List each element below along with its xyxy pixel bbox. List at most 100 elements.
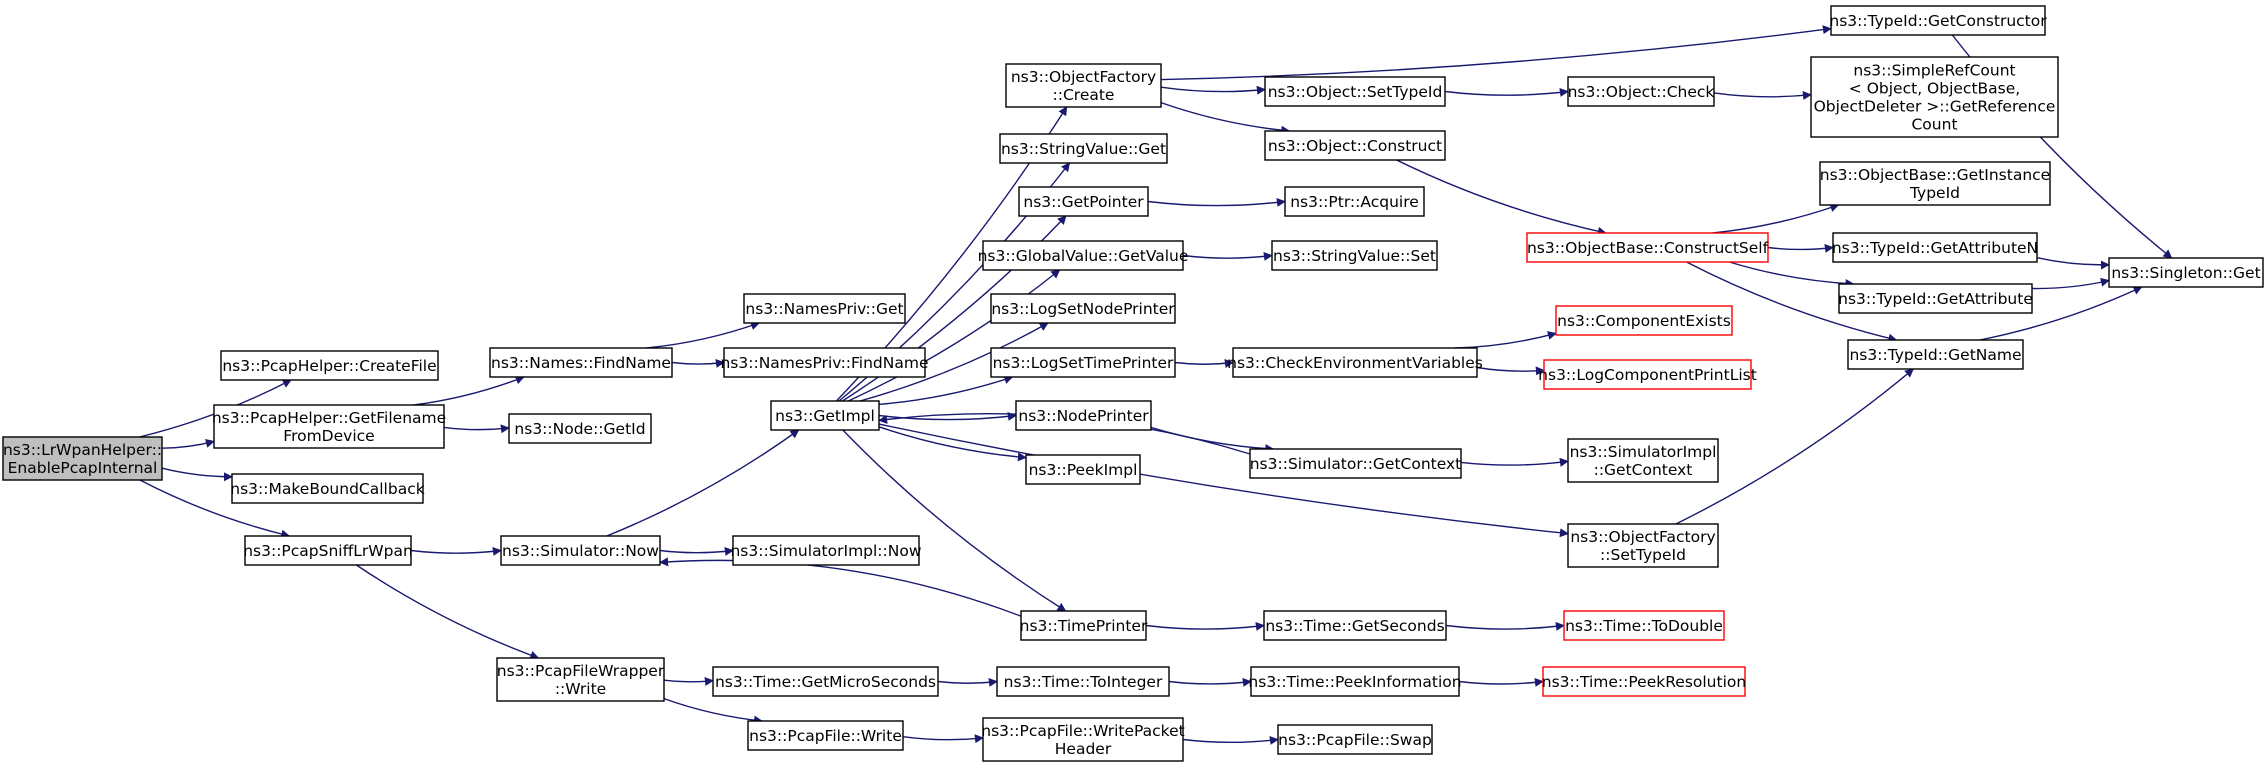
node-label-timeprinter-0: ns3::TimePrinter [1020, 617, 1148, 635]
node-label-getid-0: ns3::Node::GetId [514, 420, 645, 438]
node-logcompprint[interactable]: ns3::LogComponentPrintList [1538, 359, 1757, 390]
node-root[interactable]: ns3::LrWpanHelper::EnablePcapInternal [2, 436, 163, 481]
node-makebound[interactable]: ns3::MakeBoundCallback [230, 473, 425, 504]
node-label-checkenv-0: ns3::CheckEnvironmentVariables [1227, 354, 1483, 372]
node-getimpl[interactable]: ns3::GetImpl [770, 400, 880, 431]
node-getname[interactable]: ns3::TypeId::GetName [1847, 339, 2024, 370]
node-objcheck[interactable]: ns3::Object::Check [1567, 76, 1715, 107]
node-layer: ns3::LrWpanHelper::EnablePcapInternalns3… [2, 5, 2264, 762]
node-box-svget [999, 133, 1168, 164]
node-getattribute[interactable]: ns3::TypeId::GetAttribute [1838, 283, 2033, 314]
edge-settypeid-to-objcheck [1444, 87, 1569, 97]
node-checkenv[interactable]: ns3::CheckEnvironmentVariables [1227, 347, 1483, 378]
node-simimplnow[interactable]: ns3::SimulatorImpl::Now [730, 535, 922, 566]
node-getseconds[interactable]: ns3::Time::GetSeconds [1263, 610, 1447, 641]
node-svget[interactable]: ns3::StringValue::Get [999, 133, 1168, 164]
node-box-npfind [723, 347, 926, 378]
node-pfswap[interactable]: ns3::PcapFile::Swap [1277, 724, 1433, 755]
edge-getmicro-to-tointeger [937, 677, 998, 687]
node-label-singletonget-0: ns3::Singleton::Get [2111, 264, 2260, 282]
edge-getname-to-singletonget [1979, 286, 2143, 341]
node-pfwrite[interactable]: ns3::PcapFile::Write [747, 720, 904, 751]
node-getconstructor[interactable]: ns3::TypeId::GetConstructor [1829, 5, 2047, 36]
edge-peekinfo-to-peekres [1458, 677, 1544, 687]
node-box-ofsettypeid [1567, 523, 1719, 568]
node-getid[interactable]: ns3::Node::GetId [508, 413, 652, 444]
node-construct[interactable]: ns3::Object::Construct [1264, 130, 1446, 161]
node-peekinfo[interactable]: ns3::Time::PeekInformation [1248, 666, 1462, 697]
edge-getimpl-to-gvgetvalue [848, 269, 1061, 402]
node-todouble[interactable]: ns3::Time::ToDouble [1563, 610, 1725, 641]
node-constructself[interactable]: ns3::ObjectBase::ConstructSelf [1526, 232, 1769, 263]
node-box-tointeger [996, 666, 1170, 697]
node-npget[interactable]: ns3::NamesPriv::Get [743, 293, 906, 324]
node-label-simplerefcount-0: ns3::SimpleRefCount [1853, 62, 2015, 80]
edge-tointeger-to-peekinfo [1168, 677, 1252, 687]
node-label-getattribute-0: ns3::TypeId::GetAttribute [1838, 290, 2033, 308]
node-npfind[interactable]: ns3::NamesPriv::FindName [720, 347, 929, 378]
node-simnow[interactable]: ns3::Simulator::Now [500, 535, 661, 566]
node-logsetnode[interactable]: ns3::LogSetNodePrinter [990, 293, 1176, 324]
node-tointeger[interactable]: ns3::Time::ToInteger [996, 666, 1170, 697]
node-label-getimpl-0: ns3::GetImpl [775, 407, 875, 425]
node-getpointer[interactable]: ns3::GetPointer [1018, 186, 1149, 217]
node-label-getinstancetypeid-1: TypeId [1909, 184, 1960, 202]
node-label-peekres-0: ns3::Time::PeekResolution [1542, 673, 1746, 691]
node-compexists[interactable]: ns3::ComponentExists [1555, 305, 1733, 336]
node-ofcreate[interactable]: ns3::ObjectFactory::Create [1005, 63, 1162, 108]
edge-ofcreate-to-settypeid [1160, 85, 1266, 95]
node-logsettime[interactable]: ns3::LogSetTimePrinter [990, 347, 1176, 378]
node-label-findname-0: ns3::Names::FindName [491, 354, 671, 372]
node-box-simplerefcount [1810, 56, 2059, 138]
node-ptracquire[interactable]: ns3::Ptr::Acquire [1284, 186, 1425, 217]
node-findname[interactable]: ns3::Names::FindName [489, 347, 673, 378]
node-label-getname-0: ns3::TypeId::GetName [1849, 346, 2021, 364]
node-sniff[interactable]: ns3::PcapSniffLrWpan [243, 535, 413, 566]
node-box-createfile [220, 350, 439, 381]
node-label-tointeger-0: ns3::Time::ToInteger [1004, 673, 1163, 691]
node-gvgetvalue[interactable]: ns3::GlobalValue::GetValue [978, 240, 1189, 271]
node-box-simimplnow [732, 535, 920, 566]
node-timeprinter[interactable]: ns3::TimePrinter [1020, 610, 1148, 641]
node-settypeid[interactable]: ns3::Object::SetTypeId [1264, 76, 1446, 107]
node-createfile[interactable]: ns3::PcapHelper::CreateFile [220, 350, 439, 381]
node-box-ofcreate [1005, 63, 1162, 108]
node-ofsettypeid[interactable]: ns3::ObjectFactory::SetTypeId [1567, 523, 1719, 568]
edge-pfwwrite-to-pfwrite [663, 697, 763, 725]
node-pfwwrite[interactable]: ns3::PcapFileWrapper::Write [496, 657, 665, 702]
node-label-sniff-0: ns3::PcapSniffLrWpan [243, 542, 413, 560]
node-nodeprinter[interactable]: ns3::NodePrinter [1015, 400, 1152, 431]
node-peekres[interactable]: ns3::Time::PeekResolution [1542, 666, 1746, 697]
node-label-npfind-0: ns3::NamesPriv::FindName [720, 354, 928, 372]
node-box-checkenv [1232, 347, 1478, 378]
node-box-ptracquire [1284, 186, 1425, 217]
node-label-simplerefcount-3: Count [1911, 116, 1957, 134]
node-label-simgetctx-0: ns3::Simulator::GetContext [1250, 455, 1462, 473]
node-box-peekinfo [1250, 666, 1460, 697]
edge-getattribute-to-singletonget [2031, 277, 2110, 290]
node-getmicro[interactable]: ns3::Time::GetMicroSeconds [712, 666, 939, 697]
node-singletonget[interactable]: ns3::Singleton::Get [2108, 257, 2264, 288]
node-simplerefcount[interactable]: ns3::SimpleRefCount< Object, ObjectBase,… [1810, 56, 2059, 138]
edge-root-to-sniff [139, 479, 291, 539]
edge-checkenv-to-compexists [1454, 331, 1557, 349]
node-box-getid [508, 413, 652, 444]
edge-getpointer-to-ptracquire [1147, 197, 1286, 207]
node-svset[interactable]: ns3::StringValue::Set [1271, 240, 1438, 271]
node-box-npget [743, 293, 906, 324]
node-label-pfwwrite-1: ::Write [555, 680, 606, 698]
edge-getfilename-to-findname [413, 375, 525, 406]
node-box-getname [1847, 339, 2024, 370]
node-getattributen[interactable]: ns3::TypeId::GetAttributeN [1832, 232, 2038, 263]
node-box-makebound [231, 473, 424, 504]
node-simgetctx[interactable]: ns3::Simulator::GetContext [1249, 448, 1462, 479]
node-peekimpl[interactable]: ns3::PeekImpl [1025, 454, 1141, 485]
node-label-getfilename-0: ns3::PcapHelper::GetFilename [212, 409, 446, 427]
node-box-compexists [1555, 305, 1733, 336]
node-simimplgetctx[interactable]: ns3::SimulatorImpl::GetContext [1567, 438, 1719, 483]
edge-sniff-to-pfwwrite [356, 564, 540, 660]
node-label-makebound-0: ns3::MakeBoundCallback [230, 480, 424, 498]
